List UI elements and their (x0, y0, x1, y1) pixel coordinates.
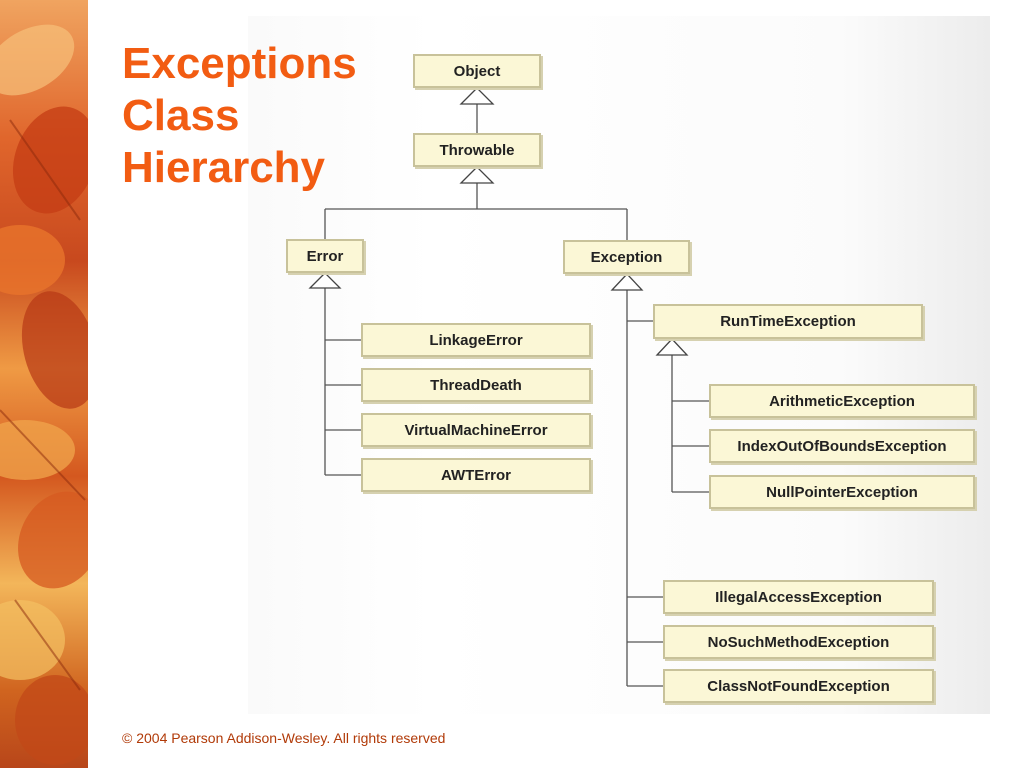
node-no-such-method-exception: NoSuchMethodException (663, 625, 934, 659)
inherit-arrow-runtime (655, 338, 689, 356)
node-thread-death: ThreadDeath (361, 368, 591, 402)
node-virtual-machine-error: VirtualMachineError (361, 413, 591, 447)
node-throwable: Throwable (413, 133, 541, 167)
node-runtime-exception: RunTimeException (653, 304, 923, 339)
leaves-image (0, 24, 88, 765)
node-linkage-error: LinkageError (361, 323, 591, 357)
node-index-out-of-bounds-exception: IndexOutOfBoundsException (709, 429, 975, 463)
node-exception: Exception (563, 240, 690, 274)
title-line-1: Exceptions (122, 39, 357, 88)
title-line-3: Hierarchy (122, 143, 326, 192)
node-arithmetic-exception: ArithmeticException (709, 384, 975, 418)
slide-title: Exceptions Class Hierarchy (122, 38, 357, 194)
inherit-arrow-exception (610, 273, 644, 291)
inherit-arrow-object (459, 87, 495, 105)
node-illegal-access-exception: IllegalAccessException (663, 580, 934, 614)
node-null-pointer-exception: NullPointerException (709, 475, 975, 509)
node-object: Object (413, 54, 541, 88)
inherit-arrow-error (308, 272, 342, 289)
title-line-2: Class (122, 91, 240, 140)
autumn-leaves-decoration (0, 0, 88, 768)
node-awt-error: AWTError (361, 458, 591, 492)
node-error: Error (286, 239, 364, 273)
inherit-arrow-throwable (459, 166, 495, 184)
node-class-not-found-exception: ClassNotFoundException (663, 669, 934, 703)
copyright-footer: © 2004 Pearson Addison-Wesley. All right… (122, 730, 446, 746)
